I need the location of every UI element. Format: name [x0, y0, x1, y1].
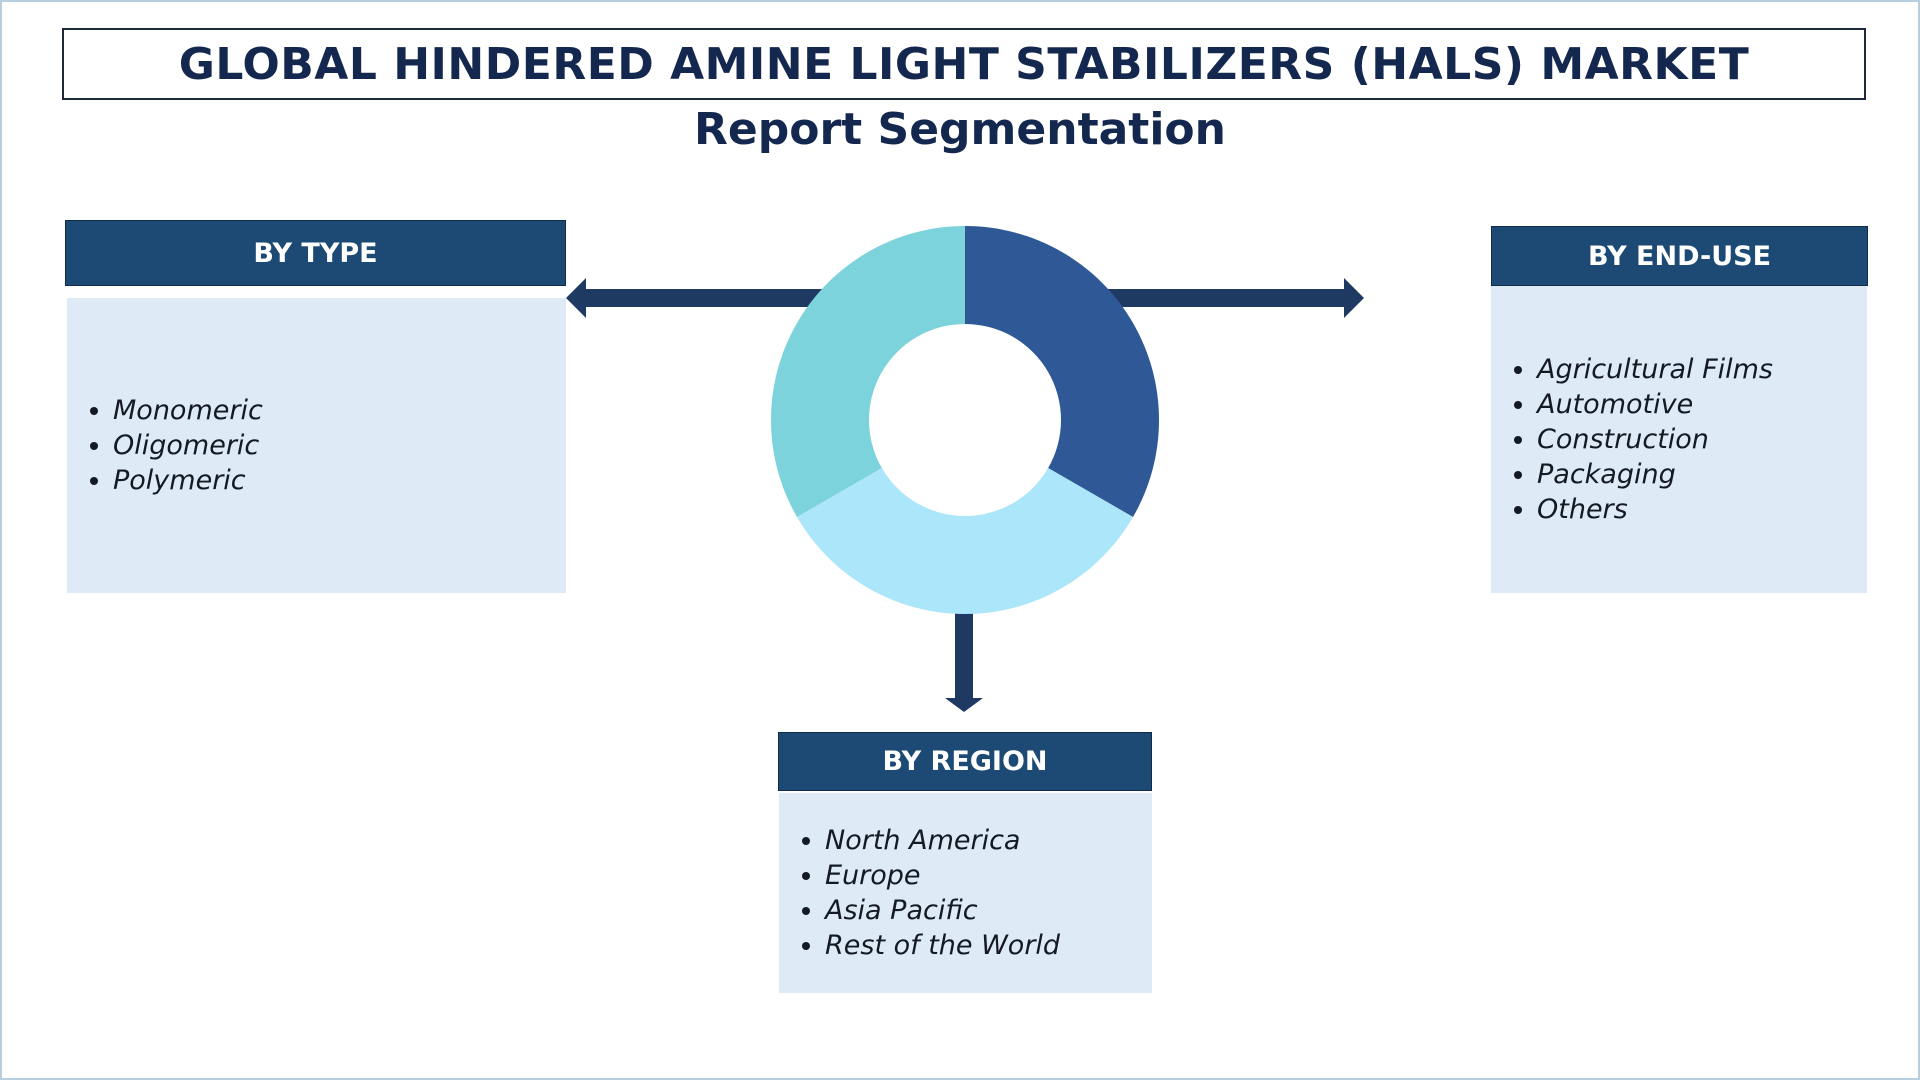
- list-item: Agricultural Films: [1537, 352, 1773, 387]
- donut-segment-dark: [965, 226, 1159, 517]
- arrow-to-end-use: [1100, 278, 1364, 318]
- list-item: Others: [1537, 492, 1773, 527]
- by-region-list: North America Europe Asia Pacific Rest o…: [779, 823, 1060, 963]
- list-item: Polymeric: [113, 463, 263, 498]
- by-end-use-panel: Agricultural Films Automotive Constructi…: [1491, 286, 1867, 593]
- list-item: North America: [825, 823, 1060, 858]
- donut-segment-teal: [770, 226, 965, 517]
- by-region-header: BY REGION: [778, 732, 1152, 791]
- list-item: Europe: [825, 858, 1060, 893]
- donut-ring: [770, 226, 1159, 614]
- title-box: GLOBAL HINDERED AMINE LIGHT STABILIZERS …: [62, 28, 1866, 100]
- list-item: Packaging: [1537, 457, 1773, 492]
- list-item: Asia Pacific: [825, 893, 1060, 928]
- by-type-header: BY TYPE: [65, 220, 566, 286]
- list-item: Oligomeric: [113, 428, 263, 463]
- list-item: Construction: [1537, 422, 1773, 457]
- by-end-use-list: Agricultural Films Automotive Constructi…: [1491, 352, 1773, 527]
- by-type-panel: Monomeric Oligomeric Polymeric: [67, 298, 566, 593]
- arrow-to-type: [566, 278, 824, 318]
- by-end-use-header: BY END-USE: [1491, 226, 1868, 286]
- list-item: Monomeric: [113, 393, 263, 428]
- by-region-panel: North America Europe Asia Pacific Rest o…: [779, 793, 1152, 993]
- donut-segment-light: [796, 468, 1134, 614]
- arrow-to-region: [945, 610, 983, 712]
- page-subtitle: Report Segmentation: [694, 104, 1226, 155]
- page-title: GLOBAL HINDERED AMINE LIGHT STABILIZERS …: [178, 38, 1750, 90]
- list-item: Rest of the World: [825, 928, 1060, 963]
- list-item: Automotive: [1537, 387, 1773, 422]
- by-type-list: Monomeric Oligomeric Polymeric: [67, 393, 263, 498]
